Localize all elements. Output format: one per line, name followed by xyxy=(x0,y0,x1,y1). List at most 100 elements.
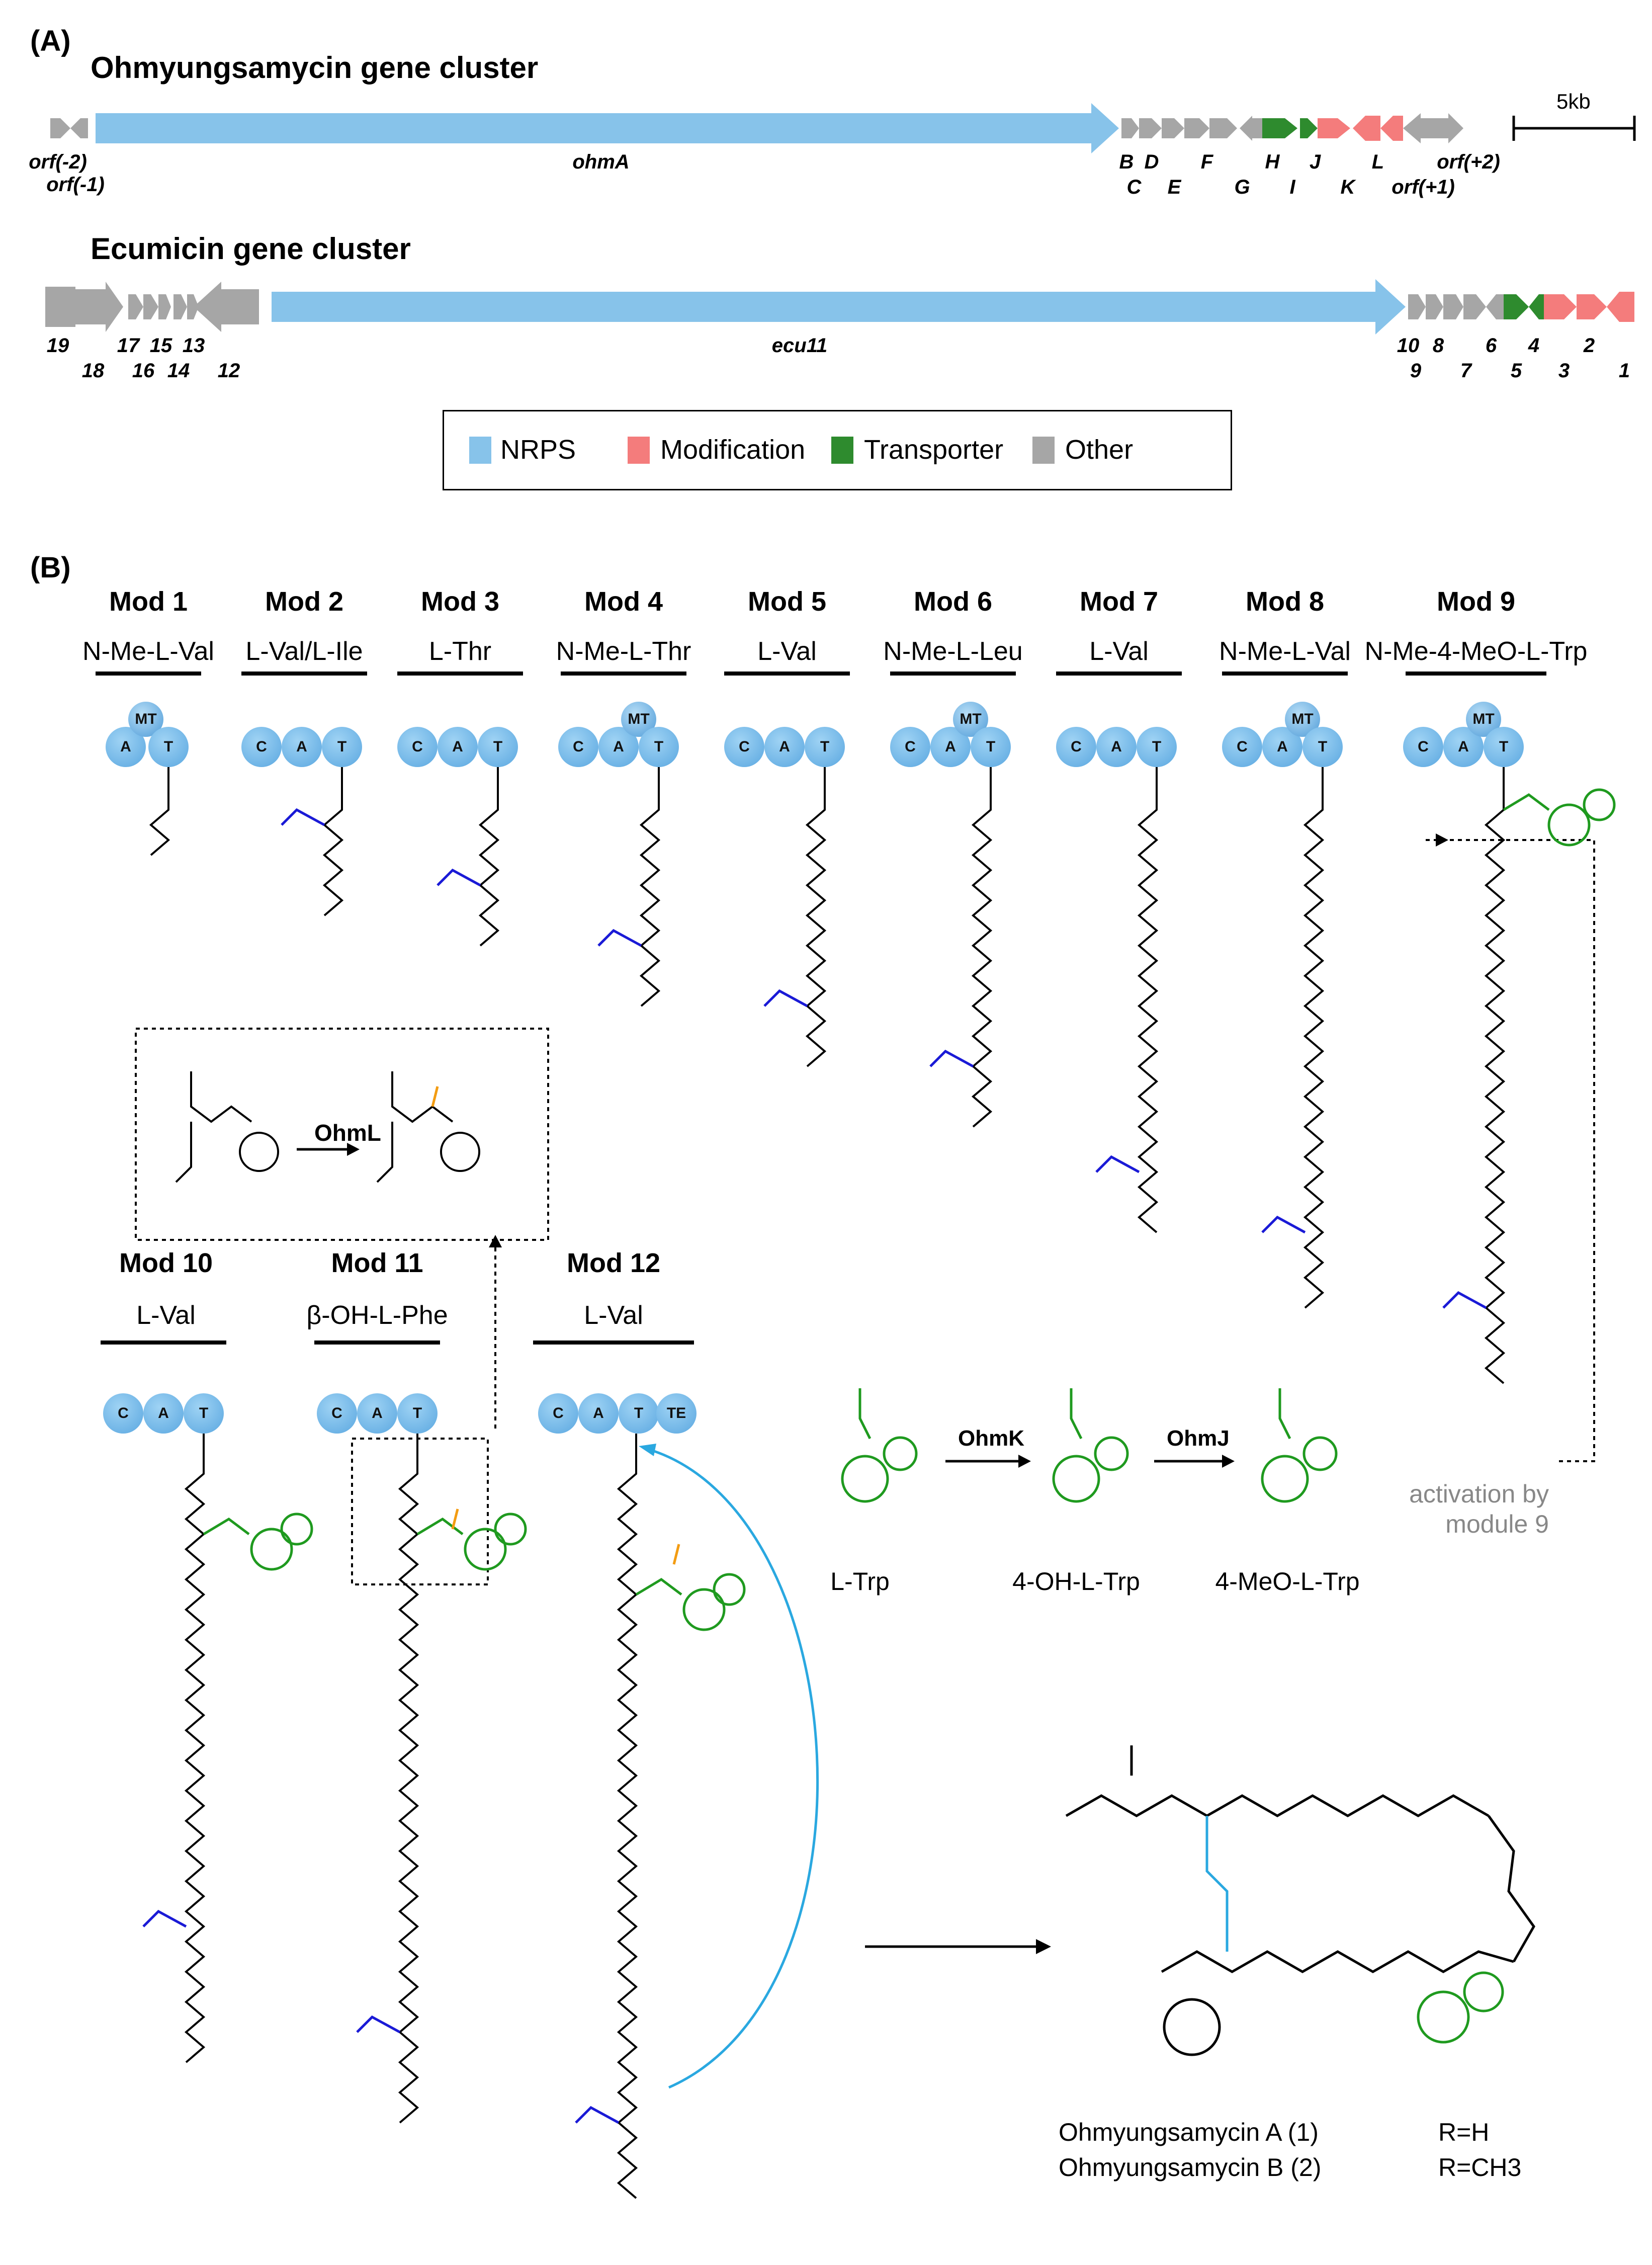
gene-label-2: 2 xyxy=(1583,334,1595,357)
gene-8 xyxy=(1443,294,1463,319)
mod4-bar xyxy=(561,672,686,676)
mod1-title: Mod 1 xyxy=(109,586,188,617)
gene-label-13: 13 xyxy=(182,334,205,357)
mod2-domain-a: A xyxy=(282,727,322,767)
mod7-title: Mod 7 xyxy=(1080,586,1158,617)
mod6-domain-t: T xyxy=(971,727,1011,767)
mod5-domain-c: C xyxy=(724,727,764,767)
gene-label-L: L xyxy=(1371,151,1384,173)
scale-label: 5kb xyxy=(1556,90,1591,113)
mod1-substrate: N-Me-L-Val xyxy=(82,637,214,666)
mod6-bar xyxy=(890,672,1016,676)
mod9-substrate: N-Me-4-MeO-L-Trp xyxy=(1364,637,1588,666)
mod8-domain-c: C xyxy=(1222,727,1262,767)
mod7-bar xyxy=(1056,672,1182,676)
gene-5 xyxy=(1504,294,1529,319)
gene-label-B: B xyxy=(1119,151,1134,173)
mod7-substrate: L-Val xyxy=(1089,637,1149,666)
legend-swatch-modification xyxy=(628,437,650,464)
product-a-r: R=H xyxy=(1438,2118,1490,2146)
mod5-bar xyxy=(724,672,850,676)
trp-label-4oh: 4-OH-L-Trp xyxy=(1012,1567,1140,1596)
mod12-domain-te: TE xyxy=(656,1393,697,1434)
gene-label-5: 5 xyxy=(1510,360,1522,382)
gene-H xyxy=(1262,118,1297,138)
product-a-name: Ohmyungsamycin A (1) xyxy=(1059,2118,1319,2146)
chain-backbones xyxy=(149,767,1506,2199)
mod7-domain-t: T xyxy=(1137,727,1177,767)
legend-label-modification: Modification xyxy=(660,435,806,465)
gene-ecu11 xyxy=(272,279,1406,334)
gene-19 xyxy=(45,287,75,327)
trp-label-4meo: 4-MeO-L-Trp xyxy=(1215,1567,1360,1596)
legend-label-nrps: NRPS xyxy=(500,435,576,465)
mod2-title: Mod 2 xyxy=(265,586,343,617)
gene-13 xyxy=(187,294,199,319)
gene-18 xyxy=(75,282,123,332)
chain-mod5 xyxy=(805,767,827,1067)
green-trp-residues xyxy=(203,788,1616,1631)
gene-F xyxy=(1209,118,1237,138)
gene-9 xyxy=(1426,294,1443,319)
gene-label-15: 15 xyxy=(149,334,172,357)
gene-K xyxy=(1353,116,1380,141)
gene-ohmA xyxy=(96,103,1119,153)
gene-label-12: 12 xyxy=(217,360,240,382)
gene-16 xyxy=(143,294,158,319)
mod10-bar xyxy=(101,1340,226,1345)
gene-14 xyxy=(173,294,187,319)
legend-swatch-transporter xyxy=(831,437,853,464)
mod1-domain-a: A xyxy=(106,727,146,767)
gene-6 xyxy=(1486,294,1504,319)
chain-mod3 xyxy=(478,767,500,947)
mod11-box xyxy=(351,1438,489,1585)
trp-conversion-structures xyxy=(841,1388,1338,1503)
mod10-domain-t: T xyxy=(184,1393,224,1434)
gene-label-10: 10 xyxy=(1397,334,1420,357)
mod10-domain-c: C xyxy=(103,1393,143,1434)
gene-label-6: 6 xyxy=(1485,334,1497,357)
mod4-substrate: N-Me-L-Thr xyxy=(556,637,691,666)
gene-orf-1 xyxy=(70,118,88,138)
mod5-domain-t: T xyxy=(805,727,845,767)
mod7-domain-c: C xyxy=(1056,727,1096,767)
cyclization-arrow xyxy=(646,1447,819,2089)
mod3-domain-t: T xyxy=(478,727,518,767)
mod3-domain-a: A xyxy=(438,727,478,767)
chain-mod12 xyxy=(617,1434,638,2199)
panel-b-label: (B) xyxy=(30,551,71,584)
gene-label-F: F xyxy=(1200,151,1213,173)
mod5-title: Mod 5 xyxy=(748,586,826,617)
mod3-bar xyxy=(397,672,523,676)
ohmj-label: OhmJ xyxy=(1167,1426,1230,1451)
gene-7 xyxy=(1463,294,1486,319)
legend: NRPS Modification Transporter Other xyxy=(443,410,1232,490)
gene-B xyxy=(1121,118,1139,138)
cluster1-title: Ohmyungsamycin gene cluster xyxy=(91,51,539,85)
gene-label-7: 7 xyxy=(1460,360,1472,382)
mod12-title: Mod 12 xyxy=(566,1248,661,1278)
gene-12 xyxy=(194,282,259,332)
mod6-title: Mod 6 xyxy=(914,586,992,617)
mod12-domain-c: C xyxy=(538,1393,578,1434)
mod12-bar xyxy=(533,1340,694,1345)
gene-1 xyxy=(1607,292,1634,322)
gene-3 xyxy=(1544,294,1577,319)
gene-label-18: 18 xyxy=(81,360,105,382)
mod9-bar xyxy=(1406,672,1546,676)
gene-C xyxy=(1139,118,1162,138)
cluster2-genes xyxy=(45,279,1634,334)
gene-label-I: I xyxy=(1289,176,1295,198)
mod12-domain-a: A xyxy=(578,1393,619,1434)
gene-label-4: 4 xyxy=(1528,334,1540,357)
chain-mod8 xyxy=(1303,767,1325,1309)
mod1-bar xyxy=(96,672,201,676)
scale-bar xyxy=(1512,116,1636,141)
gene-E xyxy=(1184,118,1209,138)
gene-label-ecu11: ecu11 xyxy=(771,334,828,357)
gene-label-D: D xyxy=(1144,151,1159,173)
gene-label-3: 3 xyxy=(1558,360,1570,382)
gene-G xyxy=(1240,116,1262,141)
gene-label-1: 1 xyxy=(1618,360,1630,382)
gene-label-G: G xyxy=(1234,176,1250,198)
